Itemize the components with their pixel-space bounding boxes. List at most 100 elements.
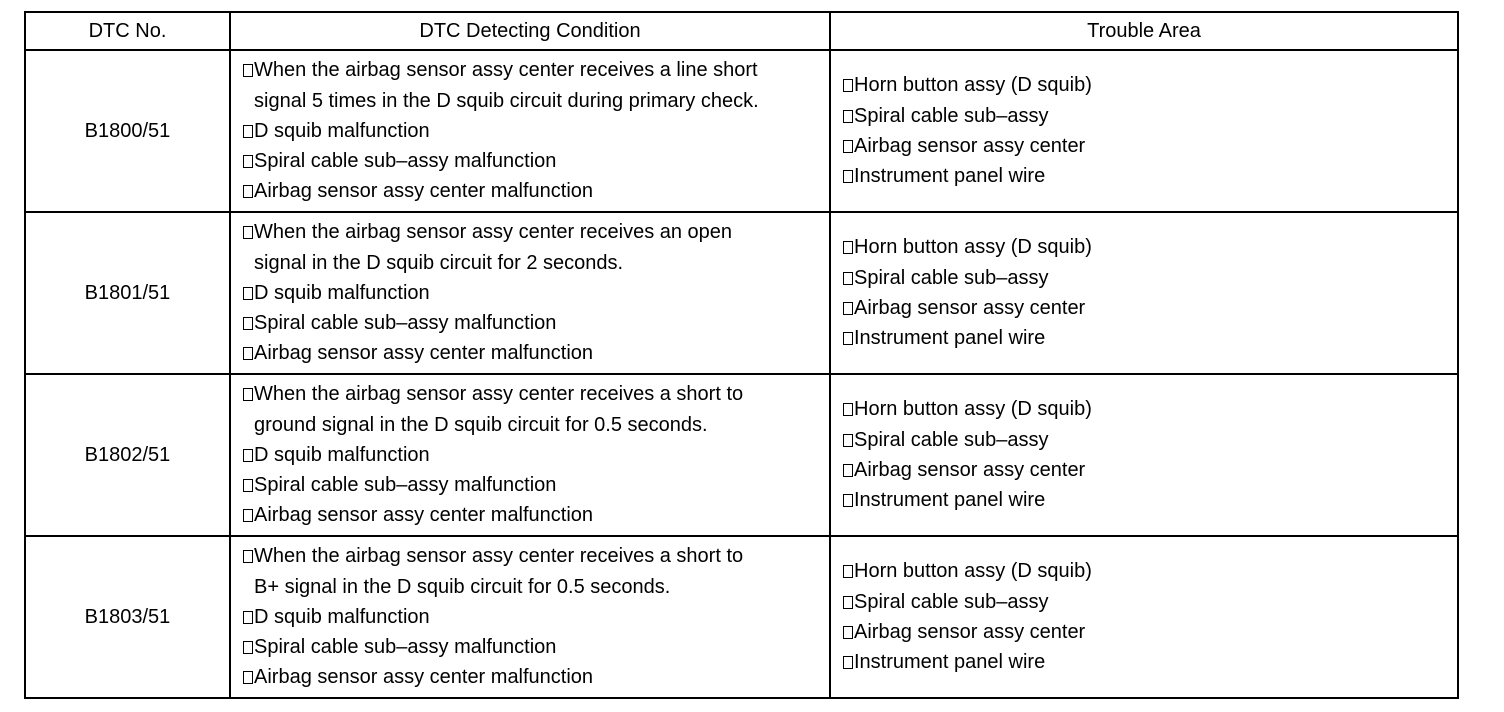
header-dtc-no: DTC No. bbox=[24, 11, 231, 51]
trouble-area-line: Airbag sensor assy center bbox=[843, 455, 1453, 485]
trouble-area-text: Horn button assy (D squib) bbox=[854, 398, 1092, 421]
checkbox-bullet-icon bbox=[843, 433, 853, 447]
trouble-area-text: Spiral cable sub–assy bbox=[854, 590, 1049, 613]
trouble-area-line: Instrument panel wire bbox=[843, 161, 1453, 191]
dtc-table: DTC No. DTC Detecting Condition Trouble … bbox=[24, 11, 1459, 699]
checkbox-bullet-icon bbox=[243, 347, 253, 361]
condition-text: D squib malfunction bbox=[254, 605, 430, 628]
checkbox-bullet-icon bbox=[843, 140, 853, 153]
checkbox-bullet-icon bbox=[843, 170, 853, 184]
checkbox-bullet-icon bbox=[243, 509, 253, 523]
header-row: DTC No. DTC Detecting Condition Trouble … bbox=[24, 11, 1459, 51]
table-row: B1801/51 When the airbag sensor assy cent… bbox=[24, 211, 1459, 375]
checkbox-bullet-icon bbox=[843, 595, 853, 609]
condition-text: Spiral cable sub–assy malfunction bbox=[254, 474, 557, 497]
condition-text: When the airbag sensor assy center recei… bbox=[254, 545, 744, 568]
condition-line: When the airbag sensor assy center recei… bbox=[243, 217, 825, 247]
checkbox-bullet-icon bbox=[243, 185, 253, 199]
detecting-condition-cell: When the airbag sensor assy center recei… bbox=[229, 211, 831, 375]
condition-text: B+ signal in the D squib circuit for 0.5… bbox=[254, 575, 671, 598]
checkbox-bullet-icon bbox=[843, 241, 853, 255]
trouble-area-line: Spiral cable sub–assy bbox=[843, 263, 1453, 293]
condition-text: Airbag sensor assy center malfunction bbox=[254, 180, 594, 203]
trouble-area-text: Spiral cable sub–assy bbox=[854, 266, 1049, 289]
checkbox-bullet-icon bbox=[843, 403, 853, 417]
trouble-area-text: Instrument panel wire bbox=[854, 651, 1046, 674]
detecting-condition-cell: When the airbag sensor assy center recei… bbox=[229, 373, 831, 537]
condition-text: D squib malfunction bbox=[254, 281, 430, 304]
checkbox-bullet-icon bbox=[243, 448, 253, 462]
trouble-area-line: Instrument panel wire bbox=[843, 647, 1453, 677]
trouble-area-text: Horn button assy (D squib) bbox=[854, 236, 1092, 259]
condition-text: D squib malfunction bbox=[254, 443, 430, 466]
trouble-area-line: Instrument panel wire bbox=[843, 323, 1453, 353]
table-row: B1802/51 When the airbag sensor assy cent… bbox=[24, 373, 1459, 537]
condition-text: signal in the D squib circuit for 2 seco… bbox=[254, 251, 624, 274]
condition-text: D squib malfunction bbox=[254, 119, 430, 142]
condition-line: When the airbag sensor assy center recei… bbox=[243, 541, 825, 571]
condition-text: When the airbag sensor assy center recei… bbox=[254, 59, 758, 82]
trouble-area-line: Horn button assy (D squib) bbox=[843, 70, 1453, 100]
header-trouble-area: Trouble Area bbox=[829, 11, 1459, 51]
trouble-area-text: Spiral cable sub–assy bbox=[854, 104, 1049, 127]
condition-line: signal in the D squib circuit for 2 seco… bbox=[243, 248, 825, 278]
condition-line: Spiral cable sub–assy malfunction bbox=[243, 470, 825, 500]
dtc-code: B1803/51 bbox=[24, 535, 231, 699]
trouble-area-text: Instrument panel wire bbox=[854, 327, 1046, 350]
condition-text: Spiral cable sub–assy malfunction bbox=[254, 150, 557, 173]
checkbox-bullet-icon bbox=[243, 610, 253, 624]
checkbox-bullet-icon bbox=[843, 332, 853, 346]
trouble-area-line: Horn button assy (D squib) bbox=[843, 394, 1453, 424]
checkbox-bullet-icon bbox=[843, 494, 853, 508]
trouble-area-line: Horn button assy (D squib) bbox=[843, 232, 1453, 262]
checkbox-bullet-icon bbox=[243, 671, 253, 685]
checkbox-bullet-icon bbox=[843, 79, 853, 93]
dtc-code: B1800/51 bbox=[24, 49, 231, 213]
trouble-area-text: Horn button assy (D squib) bbox=[854, 560, 1092, 583]
checkbox-bullet-icon bbox=[843, 302, 853, 315]
dtc-code: B1801/51 bbox=[24, 211, 231, 375]
condition-line: When the airbag sensor assy center recei… bbox=[243, 55, 825, 85]
checkbox-bullet-icon bbox=[843, 464, 853, 477]
checkbox-bullet-icon bbox=[843, 565, 853, 579]
condition-text: Spiral cable sub–assy malfunction bbox=[254, 312, 557, 335]
condition-line: signal 5 times in the D squib circuit du… bbox=[243, 86, 825, 116]
condition-text: Airbag sensor assy center malfunction bbox=[254, 666, 594, 689]
checkbox-bullet-icon bbox=[243, 550, 253, 564]
trouble-area-line: Spiral cable sub–assy bbox=[843, 425, 1453, 455]
trouble-area-text: Airbag sensor assy center bbox=[854, 459, 1086, 481]
condition-line: Spiral cable sub–assy malfunction bbox=[243, 308, 825, 338]
trouble-area-line: Instrument panel wire bbox=[843, 485, 1453, 515]
trouble-area-text: Spiral cable sub–assy bbox=[854, 428, 1049, 451]
checkbox-bullet-icon bbox=[243, 64, 253, 78]
condition-line: Spiral cable sub–assy malfunction bbox=[243, 632, 825, 662]
trouble-area-cell: Horn button assy (D squib) Spiral cable s… bbox=[829, 211, 1459, 375]
checkbox-bullet-icon bbox=[843, 271, 853, 285]
checkbox-bullet-icon bbox=[843, 626, 853, 639]
checkbox-bullet-icon bbox=[843, 109, 853, 123]
checkbox-bullet-icon bbox=[843, 656, 853, 670]
trouble-area-line: Spiral cable sub–assy bbox=[843, 587, 1453, 617]
trouble-area-text: Instrument panel wire bbox=[854, 165, 1046, 188]
header-detecting-condition: DTC Detecting Condition bbox=[229, 11, 831, 51]
dtc-code: B1802/51 bbox=[24, 373, 231, 537]
table-row: B1803/51 When the airbag sensor assy cent… bbox=[24, 535, 1459, 699]
trouble-area-text: Horn button assy (D squib) bbox=[854, 74, 1092, 97]
condition-text: signal 5 times in the D squib circuit du… bbox=[254, 89, 759, 112]
trouble-area-cell: Horn button assy (D squib) Spiral cable s… bbox=[829, 373, 1459, 537]
condition-text: Airbag sensor assy center malfunction bbox=[254, 342, 594, 365]
condition-text: Airbag sensor assy center malfunction bbox=[254, 504, 594, 527]
condition-line: Spiral cable sub–assy malfunction bbox=[243, 146, 825, 176]
table-row: B1800/51 When the airbag sensor assy cent… bbox=[24, 49, 1459, 213]
trouble-area-line: Airbag sensor assy center bbox=[843, 293, 1453, 323]
trouble-area-text: Airbag sensor assy center bbox=[854, 297, 1086, 319]
checkbox-bullet-icon bbox=[243, 388, 253, 402]
checkbox-bullet-icon bbox=[243, 317, 253, 331]
trouble-area-line: Horn button assy (D squib) bbox=[843, 556, 1453, 586]
condition-line: ground signal in the D squib circuit for… bbox=[243, 410, 825, 440]
condition-line: D squib malfunction bbox=[243, 440, 825, 470]
checkbox-bullet-icon bbox=[243, 286, 253, 300]
condition-text: When the airbag sensor assy center recei… bbox=[254, 383, 744, 406]
trouble-area-cell: Horn button assy (D squib) Spiral cable s… bbox=[829, 49, 1459, 213]
detecting-condition-cell: When the airbag sensor assy center recei… bbox=[229, 49, 831, 213]
